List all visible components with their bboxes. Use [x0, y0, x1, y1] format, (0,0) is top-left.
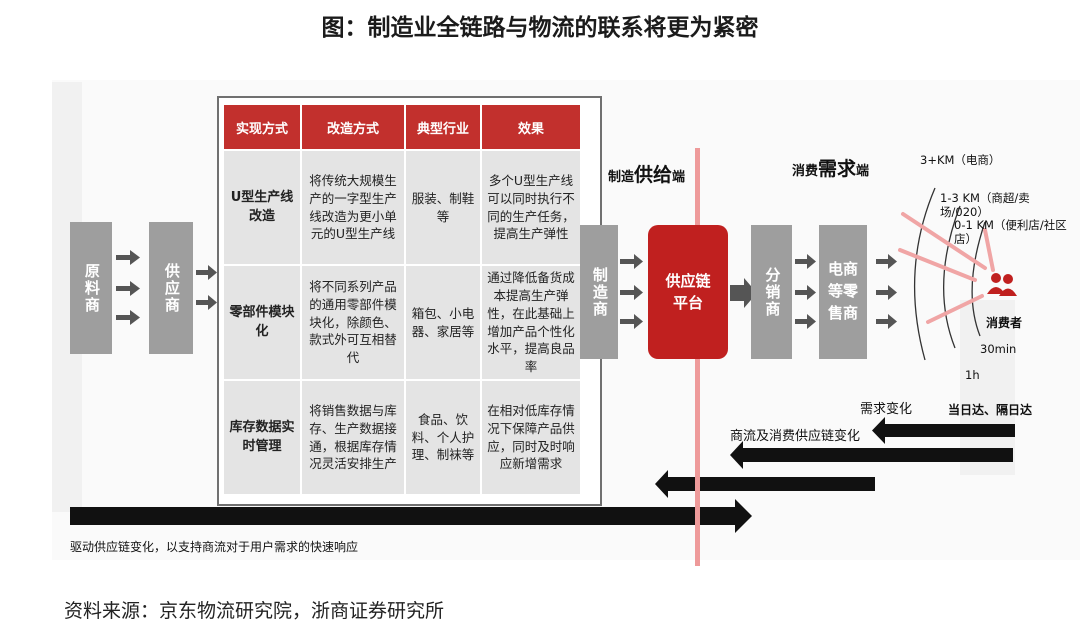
row-effect: 在相对低库存情况下保障产品供应，同时及时响应新增需求 — [482, 381, 580, 494]
distance-label-store: 0-1 KM（便利店/社区店） — [954, 218, 1067, 246]
demand-side-label: 消费需求端 — [792, 154, 869, 181]
delivery-label: 当日达、隔日达 — [948, 403, 1033, 417]
small-arrow — [876, 254, 897, 329]
time-1h: 1h — [965, 368, 980, 382]
platform-arrow — [730, 278, 757, 308]
supplier-box: 供应商 — [149, 222, 193, 354]
platform-box: 供应链平台 — [648, 225, 728, 359]
demand-big: 需求 — [818, 158, 857, 180]
demand-change-label: 需求变化 — [860, 402, 913, 417]
raw-supplier-label: 原料商 — [82, 262, 101, 314]
distance-label-mall: 1-3 KM（商超/卖场/020） — [940, 191, 1030, 219]
distributor-label: 分销商 — [763, 266, 782, 318]
consumer-icon — [987, 273, 1017, 296]
drive-arrow — [70, 499, 752, 533]
row-method: U型生产线改造 — [224, 151, 300, 264]
row-industry: 食品、饮料、个人护理、制袜等 — [406, 381, 480, 494]
row-effect: 多个U型生产线可以同时执行不同的生产任务，提高生产弹性 — [482, 151, 580, 264]
transformation-table: 实现方式 改造方式 典型行业 效果 U型生产线改造 将传统大规模生产的一字型生产… — [222, 103, 582, 496]
small-arrow — [620, 254, 643, 329]
demand-post: 端 — [856, 164, 870, 179]
chain-change-label: 商流及消费供应链变化 — [730, 429, 861, 444]
table-row: 库存数据实时管理 将销售数据与库存、生产数据接通，根据库存情况灵活安排生产 食品… — [224, 381, 580, 494]
source-note: 资料来源：京东物流研究院，浙商证券研究所 — [64, 600, 445, 622]
row-transform: 将销售数据与库存、生产数据接通，根据库存情况灵活安排生产 — [302, 381, 404, 494]
pink-rays — [898, 212, 995, 324]
supply-pre: 制造 — [608, 170, 635, 185]
supply-post: 端 — [672, 170, 686, 185]
row-effect: 通过降低备货成本提高生产弹性，在此基础上增加产品个性化水平，提高良品率 — [482, 266, 580, 379]
distance-arcs — [913, 187, 986, 361]
distance-label-ecom: 3+KM（电商） — [920, 153, 1001, 167]
platform-label: 供应链平台 — [665, 271, 711, 313]
consumer-label: 消费者 — [986, 316, 1023, 330]
row-industry: 服装、制鞋等 — [406, 151, 480, 264]
small-arrow — [795, 254, 816, 329]
row-industry: 箱包、小电器、家居等 — [406, 266, 480, 379]
distributor-box: 分销商 — [751, 225, 792, 359]
header-cell: 实现方式 — [224, 105, 300, 149]
retailer-label: 电商等零售商 — [827, 260, 858, 322]
manufacturer-box: 制造商 — [580, 225, 618, 359]
table-row: U型生产线改造 将传统大规模生产的一字型生产线改造为更小单元的U型生产线 服装、… — [224, 151, 580, 264]
demand-pre: 消费 — [792, 164, 819, 179]
manufacturer-label: 制造商 — [590, 266, 609, 318]
retailer-box: 电商等零售商 — [819, 225, 867, 359]
row-transform: 将不同系列产品的通用零部件模块化，除颜色、款式外可互相替代 — [302, 266, 404, 379]
small-arrow — [196, 265, 217, 310]
row-method: 零部件模块化 — [224, 266, 300, 379]
supply-side-label: 制造供给端 — [608, 160, 685, 187]
header-cell: 改造方式 — [302, 105, 404, 149]
supplier-label: 供应商 — [162, 262, 181, 314]
supply-big: 供给 — [634, 164, 673, 186]
raw-supplier-box: 原料商 — [70, 222, 112, 354]
row-method: 库存数据实时管理 — [224, 381, 300, 494]
table-header-row: 实现方式 改造方式 典型行业 效果 — [224, 105, 580, 149]
header-cell: 典型行业 — [406, 105, 480, 149]
small-arrow — [116, 250, 140, 325]
demand-arrow — [655, 417, 1015, 498]
row-transform: 将传统大规模生产的一字型生产线改造为更小单元的U型生产线 — [302, 151, 404, 264]
watermark-shape — [960, 300, 1015, 475]
header-cell: 效果 — [482, 105, 580, 149]
time-30min: 30min — [980, 342, 1017, 356]
table-row: 零部件模块化 将不同系列产品的通用零部件模块化，除颜色、款式外可互相替代 箱包、… — [224, 266, 580, 379]
drive-label: 驱动供应链变化，以支持商流对于用户需求的快速响应 — [70, 540, 359, 554]
page-title: 图：制造业全链路与物流的联系将更为紧密 — [321, 15, 759, 41]
